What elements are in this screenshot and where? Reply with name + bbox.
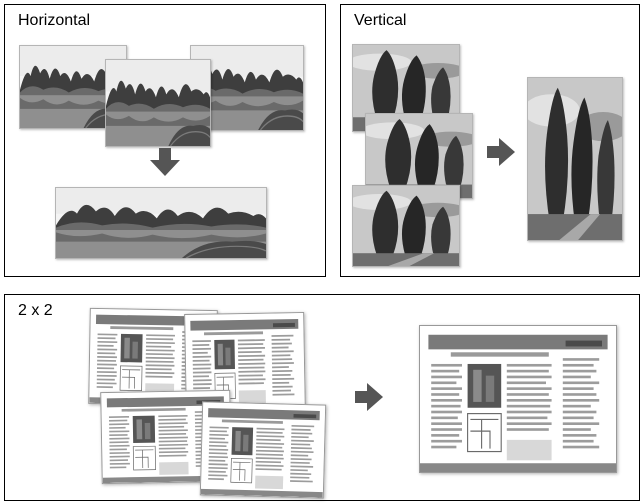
photo-vertical-result bbox=[527, 77, 623, 241]
photo-panorama-result bbox=[55, 187, 267, 259]
vertical-panel: Vertical bbox=[340, 4, 640, 277]
panel-title-horizontal: Horizontal bbox=[18, 12, 91, 29]
panel-title-vertical: Vertical bbox=[354, 12, 407, 29]
document-merged-result bbox=[419, 325, 617, 473]
grid-2x2-panel: 2 x 2 bbox=[4, 294, 640, 501]
arrow-down-icon bbox=[150, 148, 180, 176]
photo-trees-2 bbox=[365, 113, 473, 199]
arrow-right-icon bbox=[487, 138, 515, 166]
photo-landscape-2 bbox=[105, 59, 211, 147]
arrow-right-icon bbox=[355, 383, 383, 411]
document-part-4 bbox=[199, 401, 327, 499]
panel-title-2x2: 2 x 2 bbox=[18, 302, 53, 319]
photo-trees-3 bbox=[352, 185, 460, 267]
horizontal-panel: Horizontal bbox=[4, 4, 326, 277]
